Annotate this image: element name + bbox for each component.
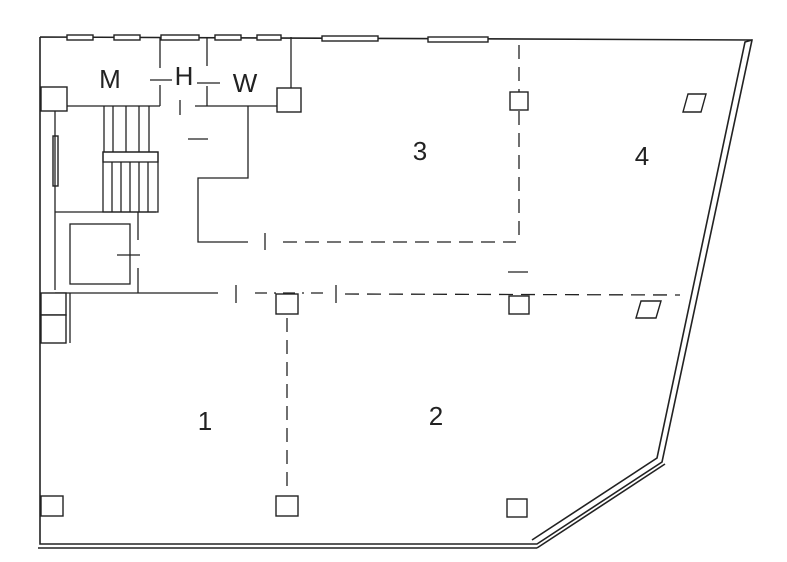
column [506,498,528,518]
column [635,300,662,319]
column [40,292,67,316]
elevator-shaft [69,212,140,293]
columns [40,86,707,518]
room-label-1: 1 [198,406,212,436]
room-label-hall: H [175,61,194,91]
column [40,314,67,344]
room-label-washroom: W [233,68,258,98]
room-label-4: 4 [635,141,649,171]
room-label-2: 2 [429,401,443,431]
windows [52,34,489,187]
column [508,295,530,315]
outer-walls [38,36,753,549]
column [40,86,68,112]
column [509,91,529,111]
column [276,87,302,113]
column [275,293,299,315]
column [275,495,299,517]
column [40,495,64,517]
core-walls [54,37,681,494]
room-label-machine: M [99,64,121,94]
room-label-3: 3 [413,136,427,166]
staircase [102,106,159,213]
column [682,93,707,113]
